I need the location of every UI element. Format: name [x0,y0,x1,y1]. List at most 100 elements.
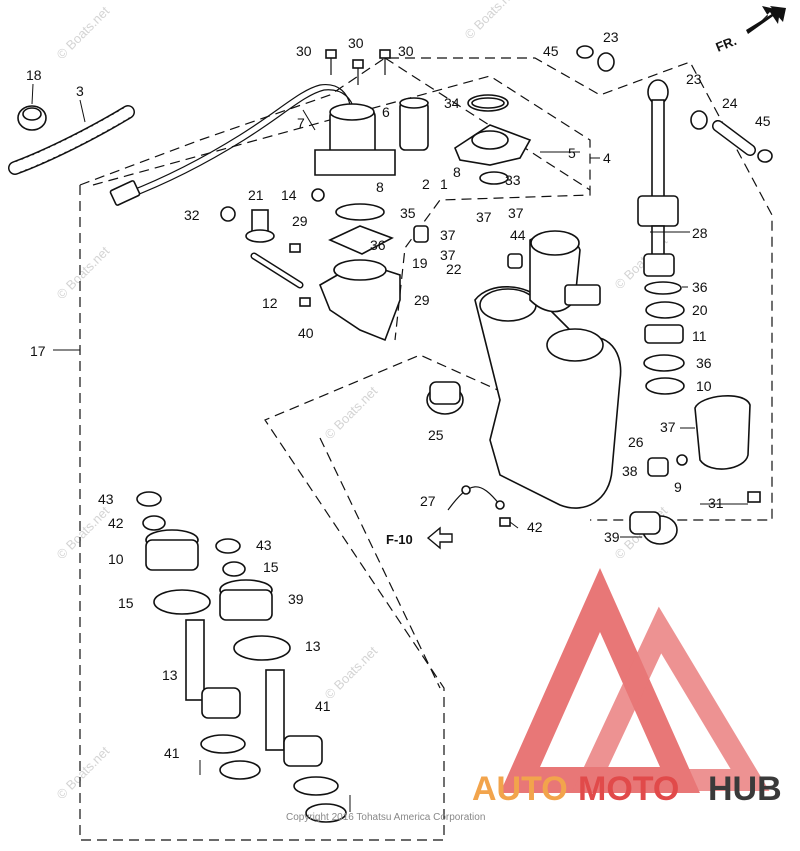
callout-11: 17 [30,343,46,359]
part-35-oring [335,203,385,221]
part-18-grommet [17,105,47,131]
callout-1: 1 [440,176,448,192]
seal-rings [643,281,685,395]
part-19-trim-ram [637,79,679,277]
callout-labels: 18 3 7 30 30 30 6 34 45 23 5 4 8 2 1 8 3… [26,29,771,761]
part-10-cap-upper [426,381,464,415]
main-cylinder-body [474,230,622,509]
part-33-filter [479,171,509,185]
watermark-text: © Boats.net [54,503,113,562]
lower-rod-group-left [136,491,261,780]
callout-19: 28 [692,225,708,241]
callout-24: 24 [722,95,738,111]
callout-2: 2 [422,176,430,192]
callout-18: 18 [26,67,42,83]
callout-35: 35 [400,205,416,221]
callout-10: 25 [428,427,444,443]
part-3-tube [8,105,135,175]
part-14-clip [311,188,325,202]
part-22-fitting [507,253,523,269]
part-24-pin [712,120,756,156]
callout-43: 15 [263,559,279,575]
part-9-ground-wire [447,485,505,511]
callout-37: 26 [628,434,644,450]
callout-37: 37 [508,205,524,221]
callout-39: 13 [305,638,321,654]
part-38-washer [676,454,688,466]
part-29-screws [289,243,311,307]
callout-36: 10 [696,378,712,394]
callout-23: 23 [603,29,619,45]
part-7-harness [109,83,355,206]
callout-32: 32 [184,207,200,223]
part-16-gasket [328,225,394,255]
callout-6: 6 [382,104,390,120]
part-10-cap-lower [629,511,678,545]
part-27-screw [747,491,761,503]
callout-16: 36 [370,237,386,253]
callout-44: 19 [412,255,428,271]
callout-30: 30 [296,43,312,59]
part-31-screw [499,517,511,527]
part-32-ring [220,206,236,222]
callout-37: 37 [476,209,492,225]
part-26-fitting [647,457,669,477]
callout-37: 22 [446,261,462,277]
watermark-text: © Boats.net [54,3,113,62]
copyright-text: Copyright 2016 Tohatsu America Corporati… [286,812,485,823]
callout-39: 15 [118,595,134,611]
reference-label: F-10 [386,532,413,547]
callout-7: 7 [297,115,305,131]
callout-38: 9 [674,479,682,495]
motor-assembly [314,97,429,176]
reference-f10: F-10 [386,526,453,550]
callout-41: 41 [164,745,180,761]
callout-14: 14 [281,187,297,203]
callout-22: 44 [510,227,526,243]
brand-part-moto: MOTO [578,770,679,808]
watermark-text: © Boats.net [322,383,381,442]
part-5-pump-plate [454,124,532,166]
callout-8: 8 [453,164,461,180]
callout-40: 36 [692,279,708,295]
callout-23: 23 [686,71,702,87]
front-arrow: FR. [714,6,786,55]
part-45-clip [576,45,773,163]
callout-5: 5 [568,145,576,161]
part-28-bolt [250,252,304,289]
part-44-valve [413,225,429,243]
callout-37: 37 [440,247,456,263]
leader-lines [31,83,748,812]
callout-20: 11 [692,328,707,344]
watermark-text: © Boats.net [322,643,381,702]
callout-4: 4 [603,150,611,166]
watermark-text: © Boats.net [54,743,113,802]
callout-26: 38 [622,463,638,479]
part-21-gear [245,209,275,243]
callout-42: 43 [256,537,272,553]
brand-part-auto: AUTO [472,770,568,808]
part-23-bushing [597,52,708,130]
part-25-reservoir [694,394,751,470]
callout-29: 29 [292,213,308,229]
part-34-oring [467,94,509,112]
callout-34: 34 [444,95,460,111]
watermark-text: © Boats.net [54,243,113,302]
callout-27: 31 [708,495,724,511]
brand-part-hub: HUB [708,770,782,808]
callout-31: 42 [527,519,543,535]
callout-37: 37 [440,227,456,243]
callout-21: 21 [248,187,264,203]
watermark-text: © Boats.net [462,0,521,42]
callout-17: 36 [696,355,712,371]
callout-30: 30 [398,43,414,59]
brand-wordmark: AUTO MOTO HUB [472,770,782,808]
callout-10: 39 [604,529,620,545]
callout-25: 37 [660,419,676,435]
callout-15: 39 [288,591,304,607]
callout-45: 45 [755,113,771,129]
callout-13: 41 [315,698,331,714]
callout-45: 45 [543,43,559,59]
